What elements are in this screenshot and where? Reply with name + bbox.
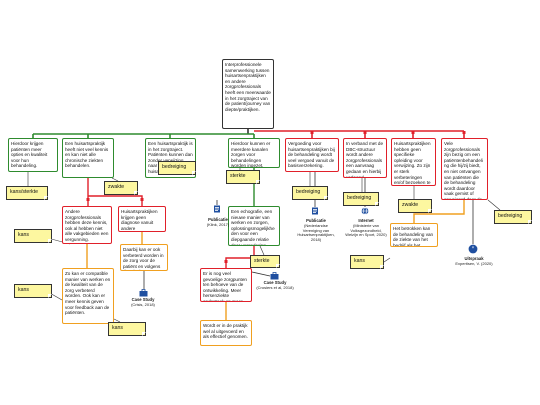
objection-box[interactable]: Vergoeding voor huisartsenpraktijken bij… [285,138,339,172]
connector-joint [363,131,367,134]
support-box[interactable]: Een huisartspraktijk heeft niet veel ken… [62,138,114,178]
document-icon [214,205,220,213]
note-label[interactable]: sterkte [250,255,280,268]
source-title: Publicatie [306,218,326,223]
note-label[interactable]: kans [108,322,146,336]
note-label[interactable]: bedreiging [343,192,379,206]
rebuttal-box[interactable]: Zo kan er compatible manier van werken e… [62,268,114,324]
note-label[interactable]: bedreiging [158,161,196,175]
case-study-icon [139,289,148,297]
note-label[interactable]: sterkte [226,170,260,184]
objection-box[interactable]: Huisartspraktijken krijgen geen diagnose… [118,206,166,232]
note-label[interactable]: zwakte [104,181,138,195]
connector-joint [140,198,144,201]
source-citation[interactable]: Publicatie(Klink, 2017) [200,217,236,228]
source-title: Case Study [131,297,155,302]
note-label[interactable]: zwakte [398,199,432,213]
support-box[interactable]: Hierdoor kunnen er meerdere kanalen zorg… [228,138,280,168]
case-study-icon [270,272,279,280]
objection-box[interactable]: Huisartspraktijken hebben geen specifiek… [391,138,436,186]
objection-box[interactable]: Er is nog veel gevoelige zorgpunten ten … [200,268,252,302]
connector-joint [310,131,314,134]
support-box[interactable]: Hierdoor krijgen patiënten meer opties e… [8,138,58,172]
note-label[interactable]: bedreiging [494,210,532,224]
root-claim[interactable]: Interprofessionele samenwerking tussen h… [222,59,274,129]
note-leader [383,257,391,263]
rebuttal-box[interactable]: Het betrokken kan de behandeling van de … [390,223,438,247]
support-box[interactable]: Een echografie, een nieuwe manier van we… [228,206,280,246]
note-label[interactable]: kans/sterkte [6,186,48,200]
source-title: Internet [358,218,374,223]
connector-joint [411,131,415,134]
rebuttal-box[interactable]: Daarbij kan er ook verbeterd worden in d… [120,244,168,271]
note-label[interactable]: kans [14,229,52,243]
note-leader [487,199,501,211]
source-detail: Expertisen, V. (2020) [455,260,493,266]
source-citation[interactable]: Internet(Ministerie van Volksgezondheid,… [344,218,388,238]
document-icon [312,207,318,215]
source-link [251,271,271,277]
connector-line [88,195,143,206]
source-citation[interactable]: Publicatie(Nederlandse Vereniging van Hu… [294,218,338,243]
source-citation[interactable]: Case Study(Crisis, 2018) [126,297,160,308]
source-title: Publicatie [208,217,228,222]
quote-icon: " [468,244,478,254]
source-citation[interactable]: Case Study(Crosiers et al, 2018) [256,280,294,291]
source-title: Uitspraak [464,256,484,261]
source-detail: (Crosiers et al, 2018) [256,284,294,290]
note-leader [111,177,119,182]
connector-line [413,200,465,223]
connector-joint [86,198,90,201]
objection-box[interactable]: Vele zorgprofessionals zijn bezig om een… [441,138,488,200]
source-detail: (Ministerie van Volksgezondheid, Welzijn… [345,222,387,238]
source-detail: (Crisis, 2018) [131,301,155,307]
objection-box[interactable]: In verband met de DBC-structuur wordt an… [343,138,387,178]
note-label[interactable]: kans [14,284,52,298]
internet-icon [361,207,369,215]
source-detail: (Nederlandse Vereniging van Huisartsenpr… [297,222,335,243]
objection-box[interactable]: Andere zorgprofessionals hebben deze ken… [62,206,112,244]
note-label[interactable]: bedreiging [292,186,328,200]
connector-joint [462,131,466,134]
source-title: Case Study [263,280,287,285]
note-label[interactable]: kans [350,255,384,269]
rebuttal-box[interactable]: Wordt er in de praktijk wel al uitgevoer… [200,320,252,346]
note-leader [259,245,265,256]
svg-text:": " [472,245,475,253]
source-detail: (Klink, 2017) [206,221,230,227]
connector-joint [224,260,228,263]
